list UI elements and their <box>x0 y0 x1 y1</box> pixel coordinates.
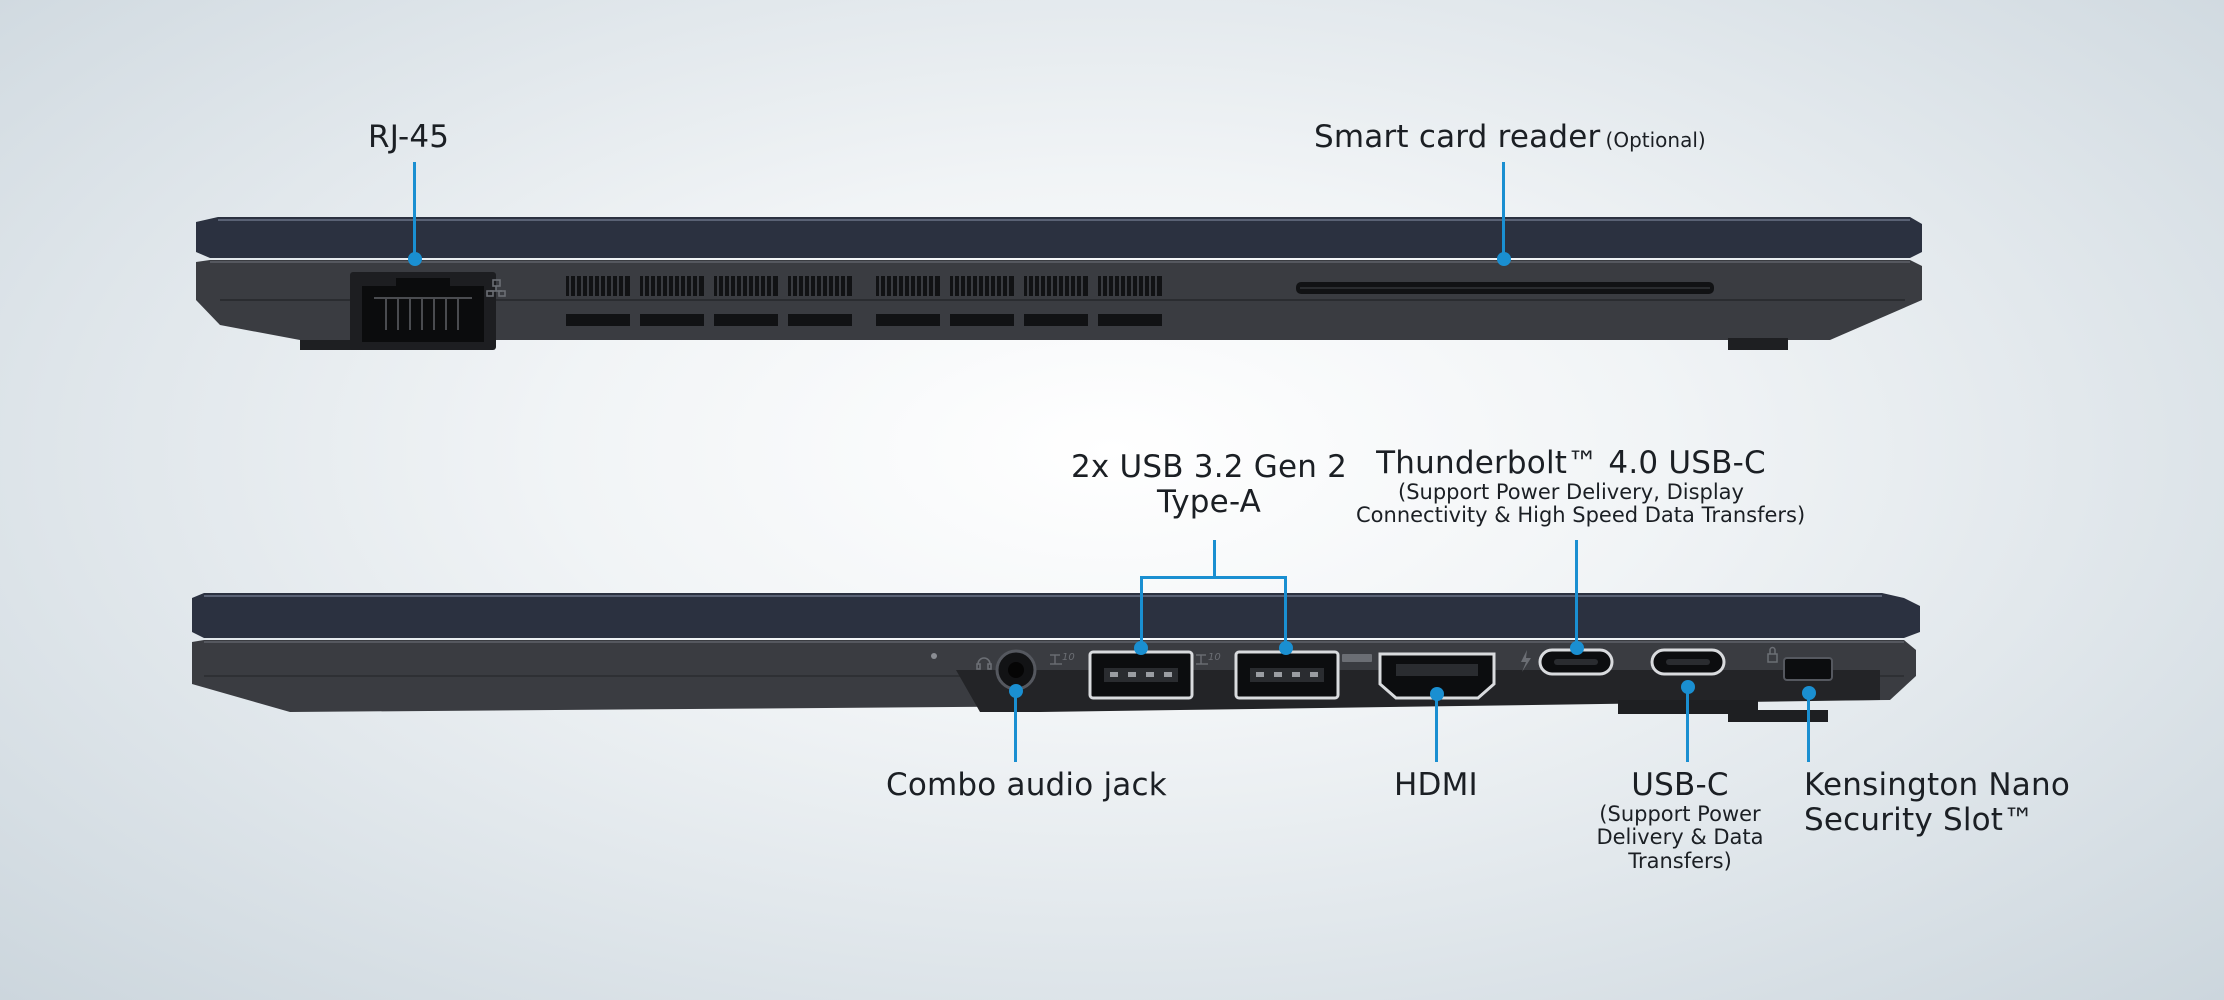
usb-c-leader <box>1686 686 1689 762</box>
headset-icon <box>976 657 992 670</box>
kensington-label: Kensington Nano Security Slot™ <box>1804 768 2070 837</box>
thunderbolt-label-sub2: Connectivity & High Speed Data Transfers… <box>1356 503 1806 528</box>
usb-c-label-title: USB-C <box>1631 767 1729 803</box>
usb-c-label-sub3: Transfers) <box>1628 848 1732 873</box>
usb-c-label-sub1: (Support Power <box>1599 801 1761 826</box>
hdmi-label: HDMI <box>1394 767 1478 803</box>
svg-text:10: 10 <box>1062 652 1075 663</box>
usb-a-label: 2x USB 3.2 Gen 2 Type-A <box>1068 450 1350 519</box>
lock-icon <box>1767 646 1778 663</box>
usb-a-label-line1: 2x USB 3.2 Gen 2 <box>1070 449 1348 485</box>
rj45-leader <box>413 162 416 258</box>
thunderbolt-label-title: Thunderbolt™ 4.0 USB-C <box>1376 445 1766 481</box>
smart-card-dot <box>1497 252 1511 266</box>
usb-a-bracket-left <box>1140 576 1143 646</box>
thunderbolt-dot <box>1570 641 1584 655</box>
usb-a-dot-2 <box>1279 641 1293 655</box>
status-led <box>931 653 937 659</box>
thunderbolt-leader <box>1575 540 1578 650</box>
usb-c-label: USB-C (Support Power Delivery & Data Tra… <box>1590 768 1770 873</box>
smart-card-label-main: Smart card reader <box>1314 119 1601 155</box>
thunderbolt-icon <box>1521 650 1531 672</box>
usb-a-dot-1 <box>1134 641 1148 655</box>
hdmi-icon <box>1342 654 1372 662</box>
network-icon <box>486 279 506 297</box>
usb-a-bracket-stem <box>1213 540 1216 578</box>
smart-card-leader <box>1502 162 1505 258</box>
lid <box>196 217 1922 258</box>
kensington-slot <box>1783 657 1833 681</box>
usb-a-label-line2: Type-A <box>1156 483 1262 520</box>
usb-a-bracket-right <box>1284 576 1287 646</box>
kensington-label-line2: Security Slot™ <box>1804 801 2035 838</box>
svg-text:10: 10 <box>1208 652 1221 663</box>
thunderbolt-label: Thunderbolt™ 4.0 USB-C (Support Power De… <box>1356 445 1806 528</box>
usb-a-bracket-bar <box>1140 576 1287 579</box>
audio-label: Combo audio jack <box>886 767 1167 803</box>
rj45-label: RJ-45 <box>368 119 450 155</box>
usb-c-label-sub2: Delivery & Data <box>1596 825 1764 850</box>
smart-card-label-note: (Optional) <box>1605 128 1706 152</box>
usb-10-icon: 10 <box>1196 652 1221 665</box>
thunderbolt-label-sub1: (Support Power Delivery, Display <box>1398 479 1744 504</box>
smart-card-label: Smart card reader (Optional) <box>1314 120 1706 155</box>
kensington-leader <box>1807 692 1810 762</box>
rj45-dot <box>408 252 422 266</box>
hdmi-leader <box>1435 694 1438 762</box>
kensington-label-line1: Kensington Nano <box>1804 767 2071 803</box>
lid <box>192 593 1920 638</box>
audio-leader <box>1014 690 1017 762</box>
usb-10-icon: 10 <box>1050 652 1075 665</box>
